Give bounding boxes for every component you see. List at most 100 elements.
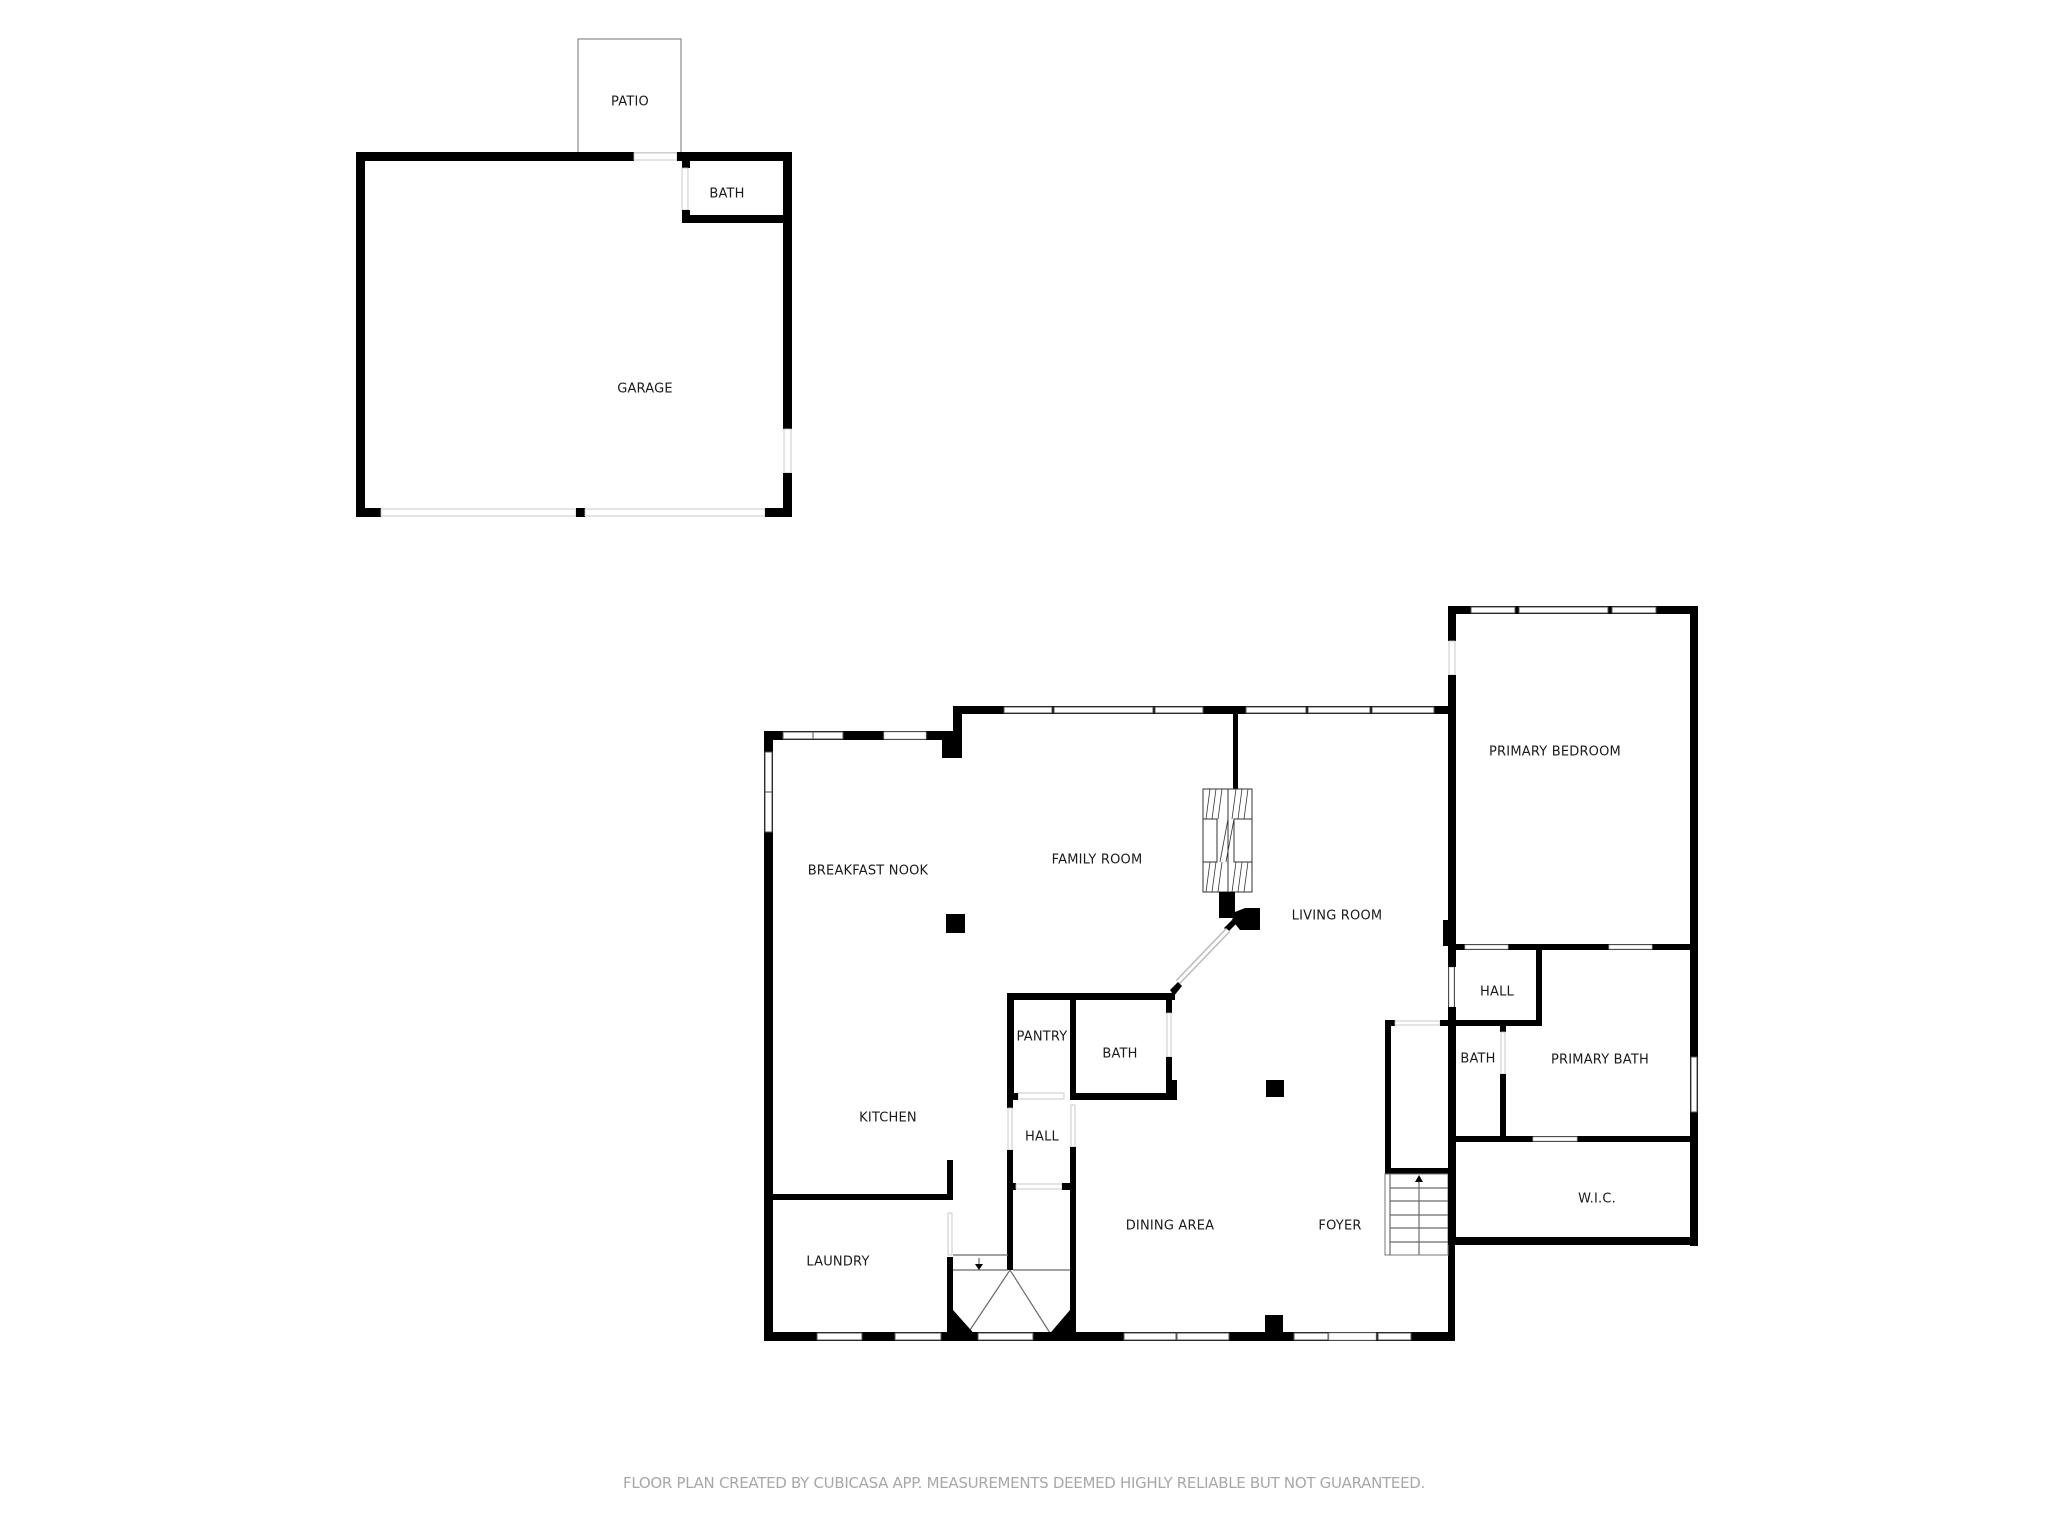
disclaimer-footer: FLOOR PLAN CREATED BY CUBICASA APP. MEAS… <box>623 1474 1425 1492</box>
family-window-2 <box>1053 706 1154 714</box>
patio-outline <box>577 38 682 154</box>
primary-bath-window <box>1690 1056 1698 1113</box>
pantry-bottom-stub-left <box>1007 1093 1018 1100</box>
label-patio: PATIO <box>611 95 649 110</box>
wic-door <box>1532 1136 1578 1142</box>
family-window-3 <box>1154 706 1204 714</box>
bath-left-wall-primary <box>1448 1007 1456 1242</box>
fireplace <box>1202 788 1253 893</box>
garage-door-1 <box>380 508 577 517</box>
pantry-bath-divider <box>1070 993 1076 1100</box>
garage-bath-bottom-wall <box>682 215 792 223</box>
garage-bath-door <box>681 167 689 211</box>
bedroom-window-1 <box>1470 606 1516 614</box>
bedroom-window-2 <box>1518 606 1609 614</box>
hall-bottom-wall-primary <box>1440 1020 1542 1026</box>
bay-window <box>977 1332 1034 1341</box>
label-pantry: PANTRY <box>1017 1030 1068 1045</box>
wic-bottom-wall <box>1448 1237 1698 1245</box>
label-primary-bedroom: PRIMARY BEDROOM <box>1489 745 1621 760</box>
label-family-room: FAMILY ROOM <box>1052 853 1143 868</box>
bath-divider-top <box>1500 1026 1506 1032</box>
hall-right-wall-primary <box>1536 944 1542 1026</box>
nook-door <box>883 731 927 740</box>
laundry-window-2 <box>894 1332 942 1341</box>
stair-up-arrow-icon <box>1415 1175 1423 1182</box>
dining-window-1 <box>1123 1332 1177 1341</box>
garage-center-post <box>576 508 585 517</box>
stair-closet-stub-left <box>1385 1020 1395 1026</box>
hall-bottom-stub-right <box>1062 1183 1076 1190</box>
garage-side-door <box>783 428 792 474</box>
garage-top-wall-right <box>677 152 792 161</box>
bedroom-bottom-wall <box>1448 944 1698 950</box>
label-wic: W.I.C. <box>1578 1192 1616 1207</box>
pillar-nook <box>946 914 965 933</box>
bedroom-window-3 <box>1611 606 1657 614</box>
dining-window-2 <box>1176 1332 1230 1341</box>
bath-divider <box>1500 1074 1506 1142</box>
living-window-3 <box>1371 706 1435 714</box>
kitchen-laundry-divider <box>773 1194 953 1200</box>
garage-right-wall-lower <box>783 473 792 517</box>
garage-building <box>356 38 792 517</box>
foyer-window-2 <box>1377 1332 1412 1341</box>
diagonal-wall-top <box>1224 920 1236 932</box>
hall-left-wall-top <box>1007 1100 1013 1108</box>
main-bottom-wall <box>764 1332 1455 1341</box>
pantry-door <box>1017 1092 1065 1100</box>
bath-door <box>1166 1012 1172 1058</box>
hall-left-wall <box>1007 1150 1013 1270</box>
laundry-right-wall-top <box>947 1160 953 1200</box>
pillar-living <box>1266 1080 1284 1097</box>
hall-bottom-door <box>1015 1183 1063 1190</box>
label-foyer: FOYER <box>1318 1219 1361 1234</box>
garage-bath-stub-top <box>682 161 690 168</box>
label-living-room: LIVING ROOM <box>1292 909 1383 924</box>
front-door <box>1328 1332 1377 1341</box>
laundry-right-wall-bottom <box>947 1257 953 1337</box>
bath-divider-door <box>1500 1031 1506 1075</box>
label-primary-bath: PRIMARY BATH <box>1551 1053 1649 1068</box>
label-bath-primary: BATH <box>1460 1052 1495 1067</box>
main-house <box>764 606 1698 1341</box>
label-garage: GARAGE <box>617 382 673 397</box>
label-garage-bath: BATH <box>709 187 744 202</box>
garage-bottom-right-stub <box>765 508 792 517</box>
bedroom-side-door <box>1448 640 1456 676</box>
bath-right-wall-top <box>1166 993 1172 1013</box>
label-hall-main: HALL <box>1025 1130 1060 1145</box>
living-right-bump <box>1443 920 1449 946</box>
pantry-left-wall <box>1007 993 1014 1093</box>
nook-top-wall <box>764 731 962 740</box>
garage-top-wall-left <box>356 152 634 161</box>
family-window-1 <box>1003 706 1053 714</box>
bedroom-hall-door <box>1464 944 1509 950</box>
bath-corner <box>1166 1080 1177 1100</box>
hall-right-wall <box>1070 1147 1076 1339</box>
room-labels: PATIO BATH GARAGE BREAKFAST NOOK FAMILY … <box>611 95 1649 1270</box>
label-laundry: LAUNDRY <box>806 1255 869 1270</box>
bedroom-bath-door <box>1608 944 1653 950</box>
foyer-window-1 <box>1293 1332 1329 1341</box>
bedroom-left-wall-lower <box>1448 675 1456 967</box>
nook-corner-block <box>942 738 962 758</box>
garage-left-wall <box>356 152 365 517</box>
label-breakfast-nook: BREAKFAST NOOK <box>808 864 929 879</box>
stair-closet-bottom-wall <box>1385 1168 1450 1174</box>
bedroom-right-wall <box>1690 606 1698 1246</box>
hall-right-opening <box>1070 1104 1076 1148</box>
hall-bottom-stub-left <box>1007 1183 1016 1190</box>
entry-bay <box>953 1254 1070 1338</box>
garage-right-wall-upper <box>783 152 792 429</box>
living-window-1 <box>1245 706 1307 714</box>
diagonal-wall-bottom <box>1170 982 1182 996</box>
garage-bottom-left-stub <box>356 508 381 517</box>
family-living-divider <box>1233 706 1238 790</box>
staircase <box>1384 1173 1449 1256</box>
pantry-top-wall <box>1007 993 1175 1000</box>
family-living-top-wall <box>953 706 1455 714</box>
label-bath-main: BATH <box>1102 1047 1137 1062</box>
main-left-wall <box>764 731 773 1341</box>
